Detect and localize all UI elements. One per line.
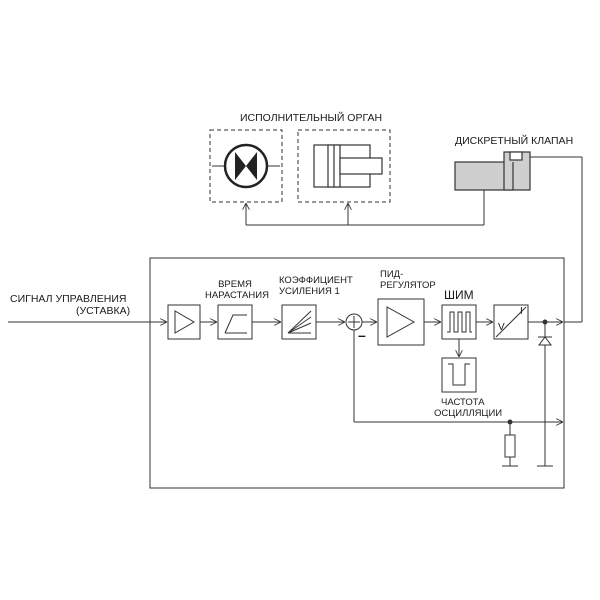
dither-icon bbox=[448, 363, 470, 386]
gain-label-line2: УСИЛЕНИЯ 1 bbox=[279, 286, 340, 297]
pid-label-line1: ПИД- bbox=[380, 269, 404, 280]
converter-v-label: V bbox=[498, 322, 505, 333]
dither-block bbox=[441, 357, 477, 393]
dither-label-line2: ОСЦИЛЛЯЦИИ bbox=[434, 408, 503, 419]
ramp-label-line2: НАРАСТАНИЯ bbox=[205, 290, 269, 301]
amplifier-block bbox=[167, 304, 201, 340]
pid-block bbox=[377, 298, 425, 346]
hydraulic-motor-icon bbox=[212, 143, 280, 189]
ramp-icon bbox=[224, 314, 247, 334]
dither-label-line1: ЧАСТОТА bbox=[441, 397, 485, 408]
pwm-icon bbox=[447, 311, 472, 333]
discrete-valve-icon bbox=[454, 151, 531, 191]
discrete-valve-label: ДИСКРЕТНЫЙ КЛАПАН bbox=[455, 135, 574, 147]
shunt-resistor bbox=[504, 434, 516, 458]
ramp-label-line1: ВРЕМЯ bbox=[218, 279, 252, 290]
pid-icon bbox=[386, 306, 416, 338]
pwm-label: ШИМ bbox=[444, 288, 474, 302]
gain-icon bbox=[287, 310, 312, 334]
pwm-block bbox=[441, 304, 477, 340]
converter-i-label: I bbox=[520, 306, 523, 317]
controller-frame bbox=[149, 257, 565, 489]
actuator-label: ИСПОЛНИТЕЛЬНЫЙ ОРГАН bbox=[240, 112, 383, 124]
pid-label-line2: РЕГУЛЯТОР bbox=[380, 280, 436, 291]
gain-label-line1: КОЭФФИЦИЕНТ bbox=[279, 275, 353, 286]
converter-icon bbox=[495, 306, 527, 338]
ramp-block bbox=[217, 304, 253, 340]
hydraulic-cylinder-icon bbox=[313, 144, 383, 188]
summing-minus-sign: – bbox=[358, 327, 366, 343]
cylinder-box bbox=[297, 129, 391, 203]
amplifier-icon bbox=[174, 310, 195, 334]
motor-box bbox=[209, 129, 283, 203]
diode-symbol bbox=[538, 336, 552, 346]
signal-label-line1: СИГНАЛ УПРАВЛЕНИЯ bbox=[10, 293, 127, 305]
signal-label-line2: (УСТАВКА) bbox=[76, 305, 131, 317]
